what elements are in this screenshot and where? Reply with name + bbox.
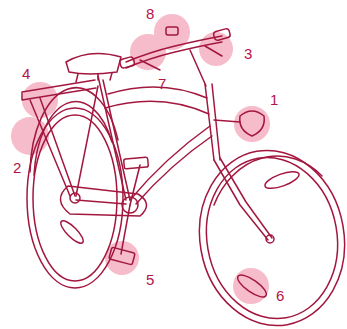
handlebar — [126, 42, 222, 68]
callout-number: 5 — [146, 272, 154, 287]
grip — [119, 56, 135, 68]
saddle — [66, 53, 121, 74]
front-hub — [266, 235, 274, 243]
front-tire — [186, 139, 347, 329]
rear-rim — [33, 115, 117, 281]
rack-strut — [30, 98, 75, 196]
grip — [213, 28, 231, 41]
handlebar — [126, 36, 222, 62]
head-tube — [212, 84, 220, 160]
chain-stay — [76, 200, 126, 204]
highlight-circle — [11, 117, 49, 155]
top-tube — [105, 101, 209, 114]
seat-tube — [98, 76, 126, 200]
down-tube — [130, 126, 210, 200]
callout-number: 6 — [276, 288, 284, 303]
callout-number: 3 — [244, 46, 252, 61]
highlight-circle — [234, 106, 270, 142]
callout-number: 4 — [22, 66, 30, 81]
down-tube — [136, 136, 212, 204]
callout-number: 8 — [146, 6, 154, 21]
bell — [166, 27, 178, 35]
spoke-reflector — [235, 271, 270, 300]
callout-number: 1 — [270, 92, 278, 107]
bicycle-lines — [22, 27, 347, 329]
front-rim — [194, 147, 347, 329]
highlight-circles — [11, 14, 270, 304]
seat-stay — [76, 86, 98, 196]
front-reflector — [263, 168, 301, 192]
headlight-mount — [214, 120, 240, 122]
rear-rack — [22, 80, 96, 100]
fork — [214, 160, 268, 240]
highlight-circle — [154, 14, 190, 50]
pedal — [109, 247, 135, 265]
pedal — [124, 157, 149, 169]
fork — [220, 158, 272, 238]
seat-tube — [103, 80, 130, 200]
callout-number: 7 — [158, 76, 166, 91]
callout-number: 2 — [13, 160, 21, 175]
brake-lever — [140, 46, 222, 70]
highlight-circle — [233, 268, 269, 304]
rear-reflector — [58, 218, 86, 246]
crank-arm — [130, 165, 140, 205]
headlight — [240, 111, 265, 136]
stem — [190, 50, 206, 86]
front-fender — [214, 156, 322, 205]
crank-arm — [121, 205, 130, 254]
top-tube — [108, 87, 207, 98]
